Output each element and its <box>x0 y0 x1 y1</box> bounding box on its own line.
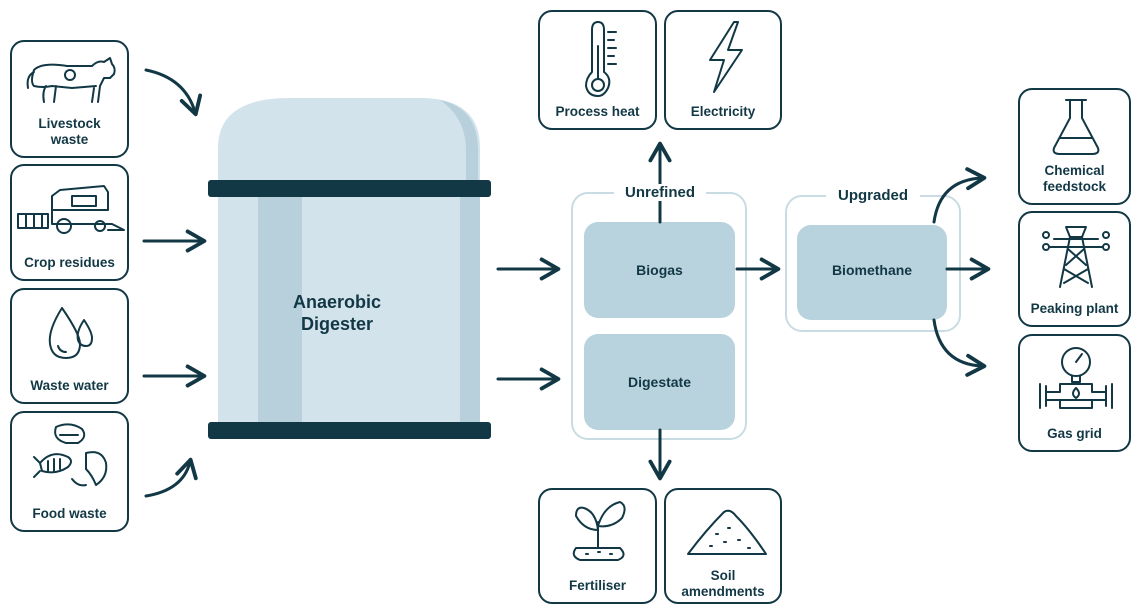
use-chemical-feedstock: Chemical feedstock <box>1018 88 1131 205</box>
biomethane-label: Biomethane <box>831 262 913 278</box>
digester-label: Anaerobic Digester <box>292 292 382 334</box>
unrefined-group-label: Unrefined <box>614 184 706 201</box>
use-soil-amendments-label: Soil amendments <box>681 568 765 599</box>
cow-icon <box>26 57 116 103</box>
biogas-label: Biogas <box>636 262 683 278</box>
use-peaking-plant-label: Peaking plant <box>1030 301 1119 316</box>
digestate-label: Digestate <box>627 374 692 390</box>
input-livestock-waste-label: Livestock waste <box>38 116 101 147</box>
input-food-waste: Food waste <box>10 411 129 532</box>
arrow-food-to-digester <box>144 457 198 498</box>
use-fertiliser-label: Fertiliser <box>568 578 627 593</box>
use-chemical-feedstock-label: Chemical feedstock <box>1042 163 1107 194</box>
pylon-icon <box>1042 226 1110 288</box>
upgraded-group-label: Upgraded <box>826 187 920 204</box>
soil-pile-icon <box>687 509 767 555</box>
digestate-node <box>584 334 735 430</box>
digester-tank <box>208 98 491 439</box>
harvester-icon <box>17 185 125 234</box>
input-food-waste-label: Food waste <box>32 506 107 521</box>
water-drops-icon <box>48 307 93 359</box>
use-fertiliser: Fertiliser <box>538 488 657 604</box>
arrow-livestock-to-digester <box>144 68 203 117</box>
input-waste-water-label: Waste water <box>30 378 109 393</box>
sprout-icon <box>572 501 626 561</box>
arrow-biomethane-to-gasgrid <box>932 318 987 377</box>
thermometer-icon <box>585 21 617 97</box>
input-waste-water: Waste water <box>10 288 129 404</box>
flask-icon <box>1052 99 1100 155</box>
use-process-heat-label: Process heat <box>555 104 640 119</box>
use-process-heat: Process heat <box>538 10 657 130</box>
input-crop-residues: Crop residues <box>10 164 129 281</box>
arrow-biomethane-to-chemical <box>932 167 987 224</box>
lightning-icon <box>709 21 743 93</box>
food-scraps-icon <box>33 423 108 487</box>
biogas-node <box>584 222 735 318</box>
use-gas-grid: Gas grid <box>1018 334 1131 452</box>
use-electricity: Electricity <box>664 10 782 130</box>
use-soil-amendments: Soil amendments <box>664 488 782 604</box>
use-gas-grid-label: Gas grid <box>1047 426 1102 441</box>
biomethane-node <box>797 225 947 320</box>
use-electricity-label: Electricity <box>690 104 756 119</box>
use-peaking-plant: Peaking plant <box>1018 211 1131 327</box>
pipe-gauge-icon <box>1039 347 1113 409</box>
input-crop-residues-label: Crop residues <box>24 255 115 270</box>
input-livestock-waste: Livestock waste <box>10 40 129 158</box>
